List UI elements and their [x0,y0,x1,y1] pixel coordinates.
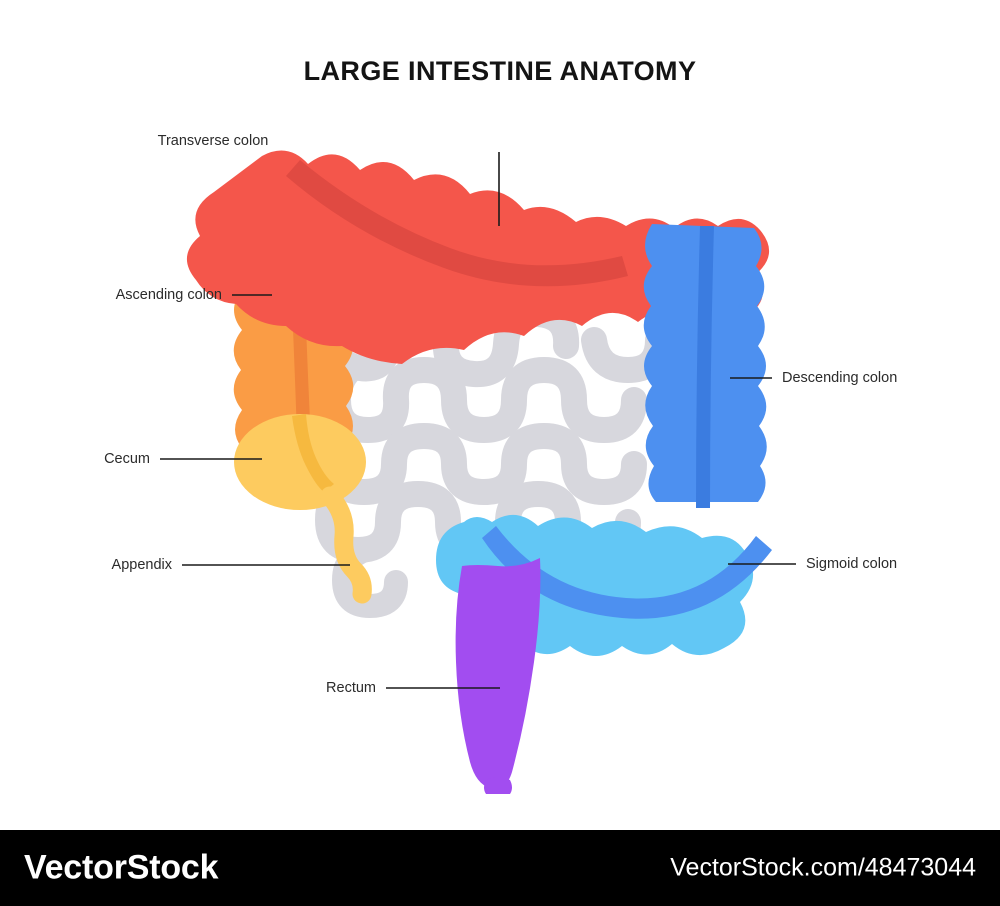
label-rectum: Rectum [326,680,376,696]
large-intestine-illustration [160,150,796,794]
label-ascending-colon: Ascending colon [115,287,222,303]
label-transverse-colon: Transverse colon [157,133,269,149]
diagram-canvas: LARGE INTESTINE ANATOMY [104,56,898,794]
vectorstock-url: VectorStock.com/48473044 [670,853,976,882]
descending-colon-shape [643,224,767,508]
rectum-shape [455,558,541,794]
vectorstock-logo: VectorStock [24,848,219,887]
label-sigmoid-colon: Sigmoid colon [806,556,898,572]
label-cecum: Cecum [104,451,150,467]
appendix-shape [320,486,372,604]
cecum-shape [234,414,366,510]
page-title: LARGE INTESTINE ANATOMY [303,56,697,86]
watermark-footer: VectorStock VectorStock.com/48473044 [0,830,1000,906]
label-descending-colon: Descending colon [782,370,898,386]
label-appendix: Appendix [111,557,172,573]
leader-lines [160,152,796,689]
transverse-colon-shape [186,150,770,364]
